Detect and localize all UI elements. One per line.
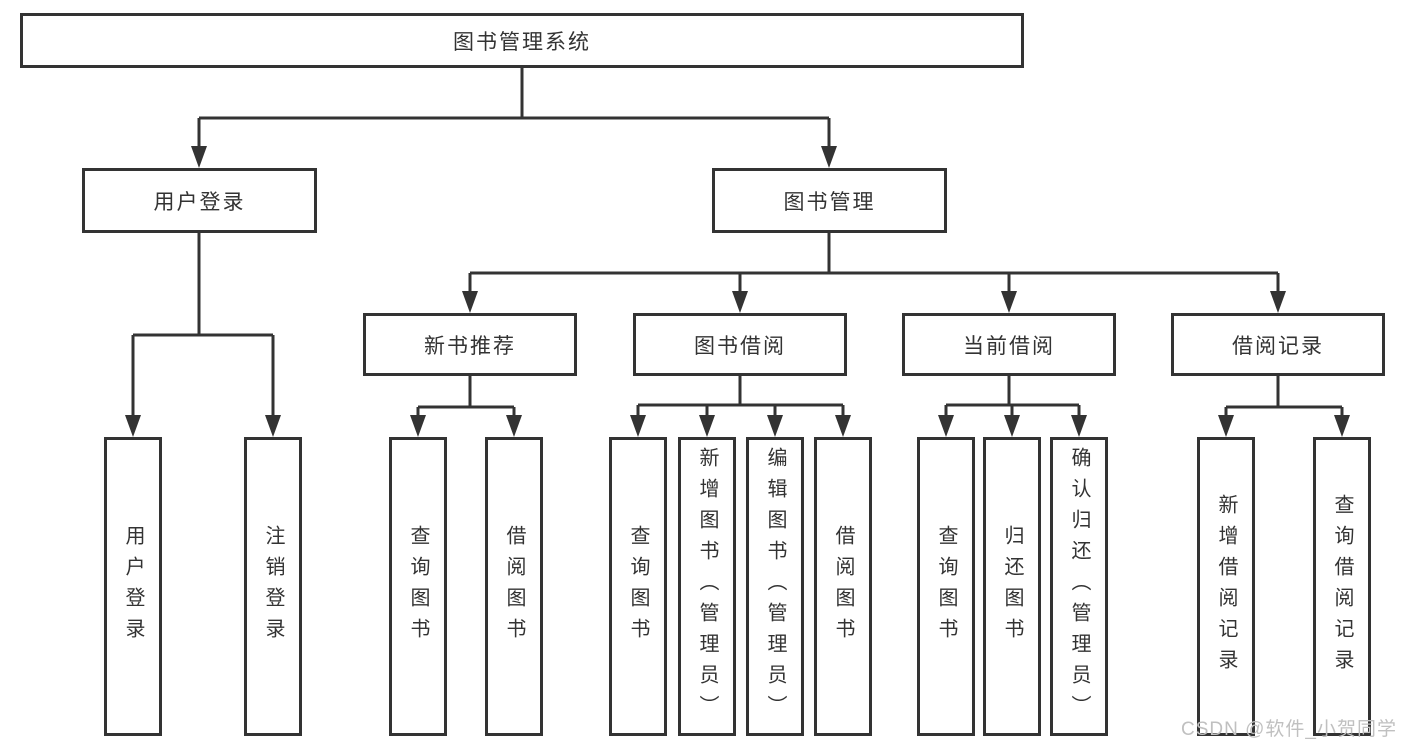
node-label: 借阅图书 [832, 524, 854, 649]
leaf-query-book-2: 查询图书 [609, 437, 667, 736]
leaf-query-borrow-record: 查询借阅记录 [1313, 437, 1371, 736]
leaf-edit-book-admin: 编辑图书（管理员） [746, 437, 804, 736]
leaf-add-borrow-record: 新增借阅记录 [1197, 437, 1255, 736]
node-label: 用户登录 [122, 524, 144, 649]
node-label: 归还图书 [1001, 524, 1023, 649]
node-book-management-system: 图书管理系统 [20, 13, 1024, 68]
node-label: 新增图书（管理员） [696, 447, 718, 726]
leaf-return-book: 归还图书 [983, 437, 1041, 736]
node-current-borrow: 当前借阅 [902, 313, 1116, 376]
leaf-logout-login: 注销登录 [244, 437, 302, 736]
node-book-borrow: 图书借阅 [633, 313, 847, 376]
leaf-user-login: 用户登录 [104, 437, 162, 736]
node-label: 确认归还（管理员） [1068, 447, 1090, 726]
leaf-query-book-1: 查询图书 [389, 437, 447, 736]
node-label: 查询借阅记录 [1331, 493, 1353, 680]
watermark: CSDN @软件_小贺同学 [1181, 719, 1397, 740]
node-book-management: 图书管理 [712, 168, 947, 233]
node-label: 查询图书 [935, 524, 957, 649]
node-label: 编辑图书（管理员） [764, 447, 786, 726]
node-label: 借阅图书 [503, 524, 525, 649]
node-label: 新增借阅记录 [1215, 493, 1237, 680]
leaf-add-book-admin: 新增图书（管理员） [678, 437, 736, 736]
node-borrow-record: 借阅记录 [1171, 313, 1385, 376]
leaf-query-book-3: 查询图书 [917, 437, 975, 736]
leaf-confirm-return-admin: 确认归还（管理员） [1050, 437, 1108, 736]
leaf-borrow-book-1: 借阅图书 [485, 437, 543, 736]
leaf-borrow-book-2: 借阅图书 [814, 437, 872, 736]
node-label: 查询图书 [627, 524, 649, 649]
node-user-login: 用户登录 [82, 168, 317, 233]
node-new-book-recommend: 新书推荐 [363, 313, 577, 376]
node-label: 注销登录 [262, 524, 284, 649]
node-label: 查询图书 [407, 524, 429, 649]
